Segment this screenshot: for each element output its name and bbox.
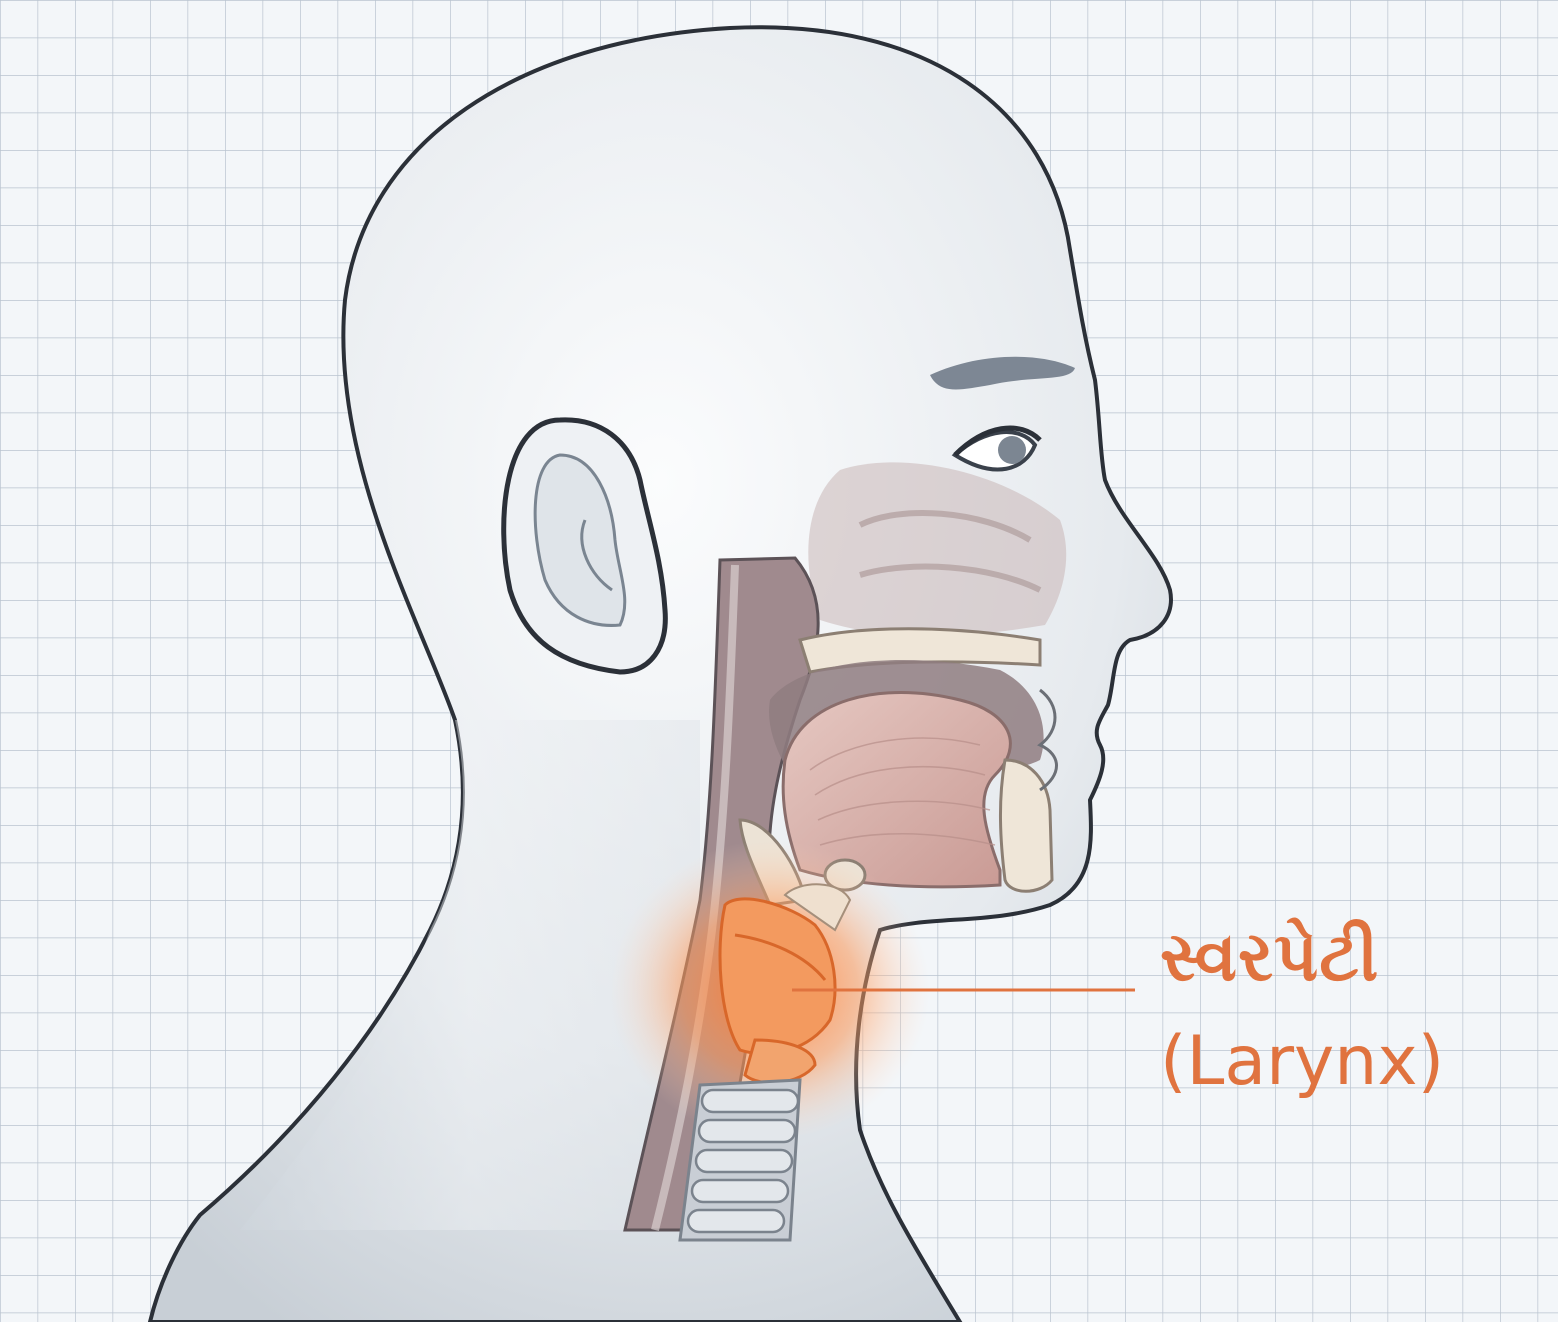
trachea [680, 1080, 800, 1240]
larynx-label-english: (Larynx) [1160, 1022, 1444, 1101]
larynx-label-gujarati: સ્વરપેટી [1160, 918, 1379, 998]
